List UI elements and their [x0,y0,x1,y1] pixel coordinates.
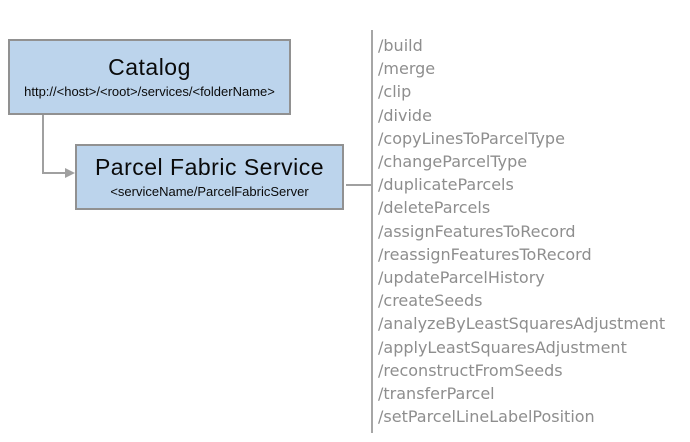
connector-horizontal-segment [42,172,66,174]
endpoint-item: /transferParcel [378,384,495,404]
catalog-url: http://<host>/<root>/services/<folderNam… [24,84,275,99]
catalog-title: Catalog [108,54,191,80]
endpoint-item: /createSeeds [378,291,483,311]
endpoint-item: /reconstructFromSeeds [378,360,563,380]
endpoint-list-divider [371,30,373,433]
endpoint-item: /updateParcelHistory [378,268,545,288]
endpoint-list: /build/merge/clip/divide/copyLinesToParc… [378,34,688,428]
endpoint-item: /divide [378,105,432,125]
endpoint-item: /analyzeByLeastSquaresAdjustment [378,314,666,334]
arrow-right-icon [65,168,75,178]
connector-to-endpoints [346,184,371,186]
catalog-node: Catalog http://<host>/<root>/services/<f… [8,39,291,115]
endpoint-item: /applyLeastSquaresAdjustment [378,337,627,357]
endpoint-item: /setParcelLineLabelPosition [378,407,595,427]
endpoint-item: /build [378,36,423,55]
endpoint-item: /clip [378,82,412,102]
connector-vertical-segment [42,115,44,174]
service-title: Parcel Fabric Service [94,154,325,180]
endpoint-item: /deleteParcels [378,198,491,218]
endpoint-item: /changeParcelType [378,152,528,172]
parcel-fabric-service-node: Parcel Fabric Service <serviceName/Parce… [75,144,344,210]
endpoint-item: /assignFeaturesToRecord [378,221,576,241]
endpoint-item: /copyLinesToParcelType [378,128,565,148]
service-url: <serviceName/ParcelFabricServer [110,184,309,199]
endpoint-item: /reassignFeaturesToRecord [378,244,592,264]
endpoint-item: /merge [378,59,436,79]
endpoint-item: /duplicateParcels [378,175,514,195]
